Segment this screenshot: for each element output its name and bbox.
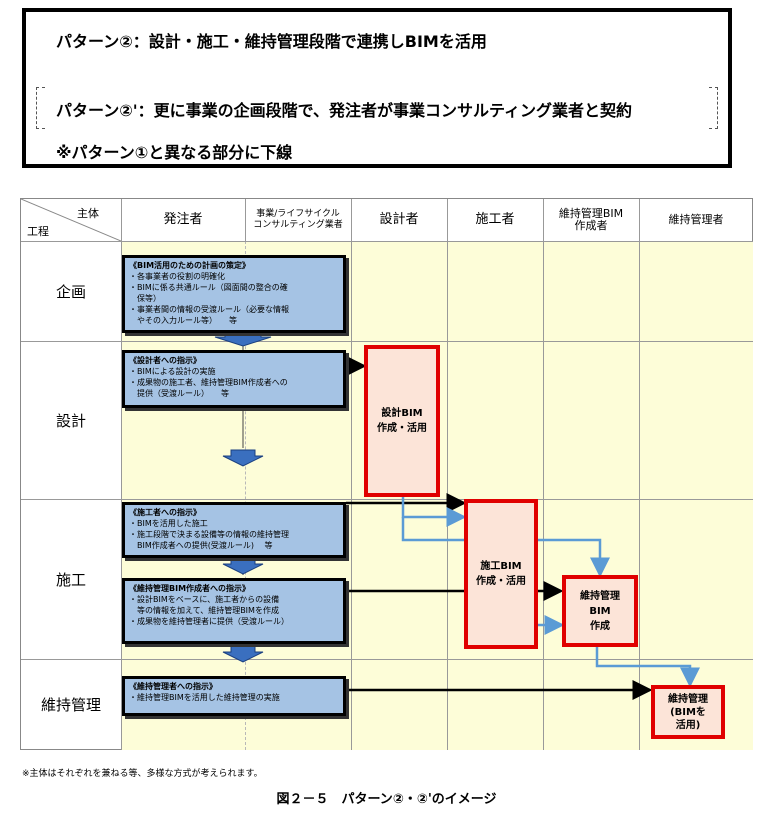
box-planning-instruction: 《BIM活用のための計画の策定》 ・各事業者の役割の明確化 ・BIMに係る共通ル… — [122, 255, 346, 333]
box-item: 等の情報を加えて、維持管理BIMを作成 — [129, 606, 279, 615]
grid-vline — [351, 199, 352, 750]
box-item: BIM作成者への提供(受渡ルール) 等 — [129, 541, 273, 550]
grid-hline — [21, 499, 753, 500]
grid-vline — [245, 199, 246, 241]
box-item: ・BIMによる設計の実施 — [129, 367, 216, 376]
box-fm-use: 維持管理 (BIMを 活用) — [651, 685, 725, 739]
corner-process: 工程 — [27, 225, 49, 238]
grid-vline — [639, 199, 640, 750]
box-title: 《BIM活用のための計画の策定》 — [129, 261, 251, 270]
box-title: 《施工者への指示》 — [129, 508, 201, 517]
down-arrow-4 — [222, 645, 264, 663]
phase-design: 設計 — [55, 411, 86, 430]
grid-hline — [21, 241, 753, 242]
grid-vline — [543, 199, 544, 750]
down-arrow-2 — [222, 449, 264, 467]
box-item: ・設計BIMをベースに、施工者からの設備 — [129, 595, 280, 604]
box-title: 《維持管理BIM作成者への指示》 — [129, 584, 251, 593]
flow-design-to-construction — [401, 496, 467, 527]
grid-vline — [447, 199, 448, 750]
box-item: ・BIMに係る共通ルール（図面間の整合の確 — [129, 283, 288, 292]
box-item: ・維持管理BIMを活用した維持管理の実施 — [129, 693, 280, 702]
phase-construction: 施工 — [55, 570, 86, 589]
box-item: ・各事業者の役割の明確化 — [129, 272, 225, 281]
box-contractor-instruction: 《施工者への指示》 ・BIMを活用した施工 ・施工段階で決まる設備等の情報の維持… — [122, 502, 346, 558]
legend-box: パターン②：設計・施工・維持管理段階で連携しBIMを活用 パターン②'：更に事業… — [22, 8, 732, 168]
box-title: 《設計者への指示》 — [129, 356, 201, 365]
down-arrow-1 — [214, 331, 272, 347]
figure-caption: 図２－５ パターン②・②'のイメージ — [276, 792, 497, 807]
col-consultant: 事業/ライフサイクル コンサルティング業者 — [253, 209, 343, 230]
box-item: 提供（受渡ルール） 等 — [129, 389, 229, 398]
grid-hline — [21, 659, 753, 660]
down-arrow-3 — [222, 557, 264, 575]
box-item: ・施工段階で決まる設備等の情報の維持管理 — [129, 530, 289, 539]
box-fm-bim-creation: 維持管理 BIM 作成 — [562, 575, 638, 647]
col-fm-bim-creator: 維持管理BIM 作成者 — [558, 207, 624, 232]
box-item: やその入力ルール等） 等 — [129, 316, 237, 325]
grid-vline — [121, 199, 122, 750]
col-designer: 設計者 — [379, 212, 419, 227]
box-item: 保等） — [129, 294, 161, 303]
legend-pattern-2-dash: パターン②'：更に事業の企画段階で、発注者が事業コンサルティング業者と契約 — [56, 101, 633, 120]
bracket-right — [709, 87, 718, 129]
grid-hline — [21, 341, 753, 342]
box-title: 《維持管理者への指示》 — [129, 682, 217, 691]
col-contractor: 施工者 — [475, 212, 515, 227]
box-designer-instruction: 《設計者への指示》 ・BIMによる設計の実施 ・成果物の施工者、維持管理BIM作… — [122, 350, 346, 408]
phase-maintenance: 維持管理 — [40, 696, 101, 714]
corner-subject: 主体 — [77, 207, 99, 220]
phase-planning: 企画 — [55, 282, 86, 301]
box-item: ・成果物の施工者、維持管理BIM作成者への — [129, 378, 288, 387]
flow-fm-bim-to-fm — [595, 645, 700, 688]
box-design-bim: 設計BIM 作成・活用 — [364, 345, 440, 497]
col-owner: 発注者 — [163, 212, 203, 227]
legend-pattern-2: パターン②：設計・施工・維持管理段階で連携しBIMを活用 — [56, 32, 487, 51]
box-item: ・成果物を維持管理者に提供（受渡ルール） — [129, 617, 289, 626]
legend-note: ※パターン①と異なる部分に下線 — [56, 143, 293, 162]
box-construction-bim: 施工BIM 作成・活用 — [464, 499, 538, 649]
col-fm-manager: 維持管理者 — [668, 213, 724, 226]
box-fm-bim-instruction: 《維持管理BIM作成者への指示》 ・設計BIMをベースに、施工者からの設備 等の… — [122, 578, 346, 644]
bracket-left — [36, 87, 45, 129]
corner-diagonal — [21, 199, 121, 241]
box-item: ・BIMを活用した施工 — [129, 519, 208, 528]
footnote: ※主体はそれぞれを兼ねる等、多様な方式が考えられます。 — [22, 769, 263, 779]
box-fm-instruction: 《維持管理者への指示》 ・維持管理BIMを活用した維持管理の実施 — [122, 676, 346, 716]
grid-vline-dashed — [245, 241, 246, 750]
box-item: ・事業者間の情報の受渡ルール（必要な情報 — [129, 305, 289, 314]
